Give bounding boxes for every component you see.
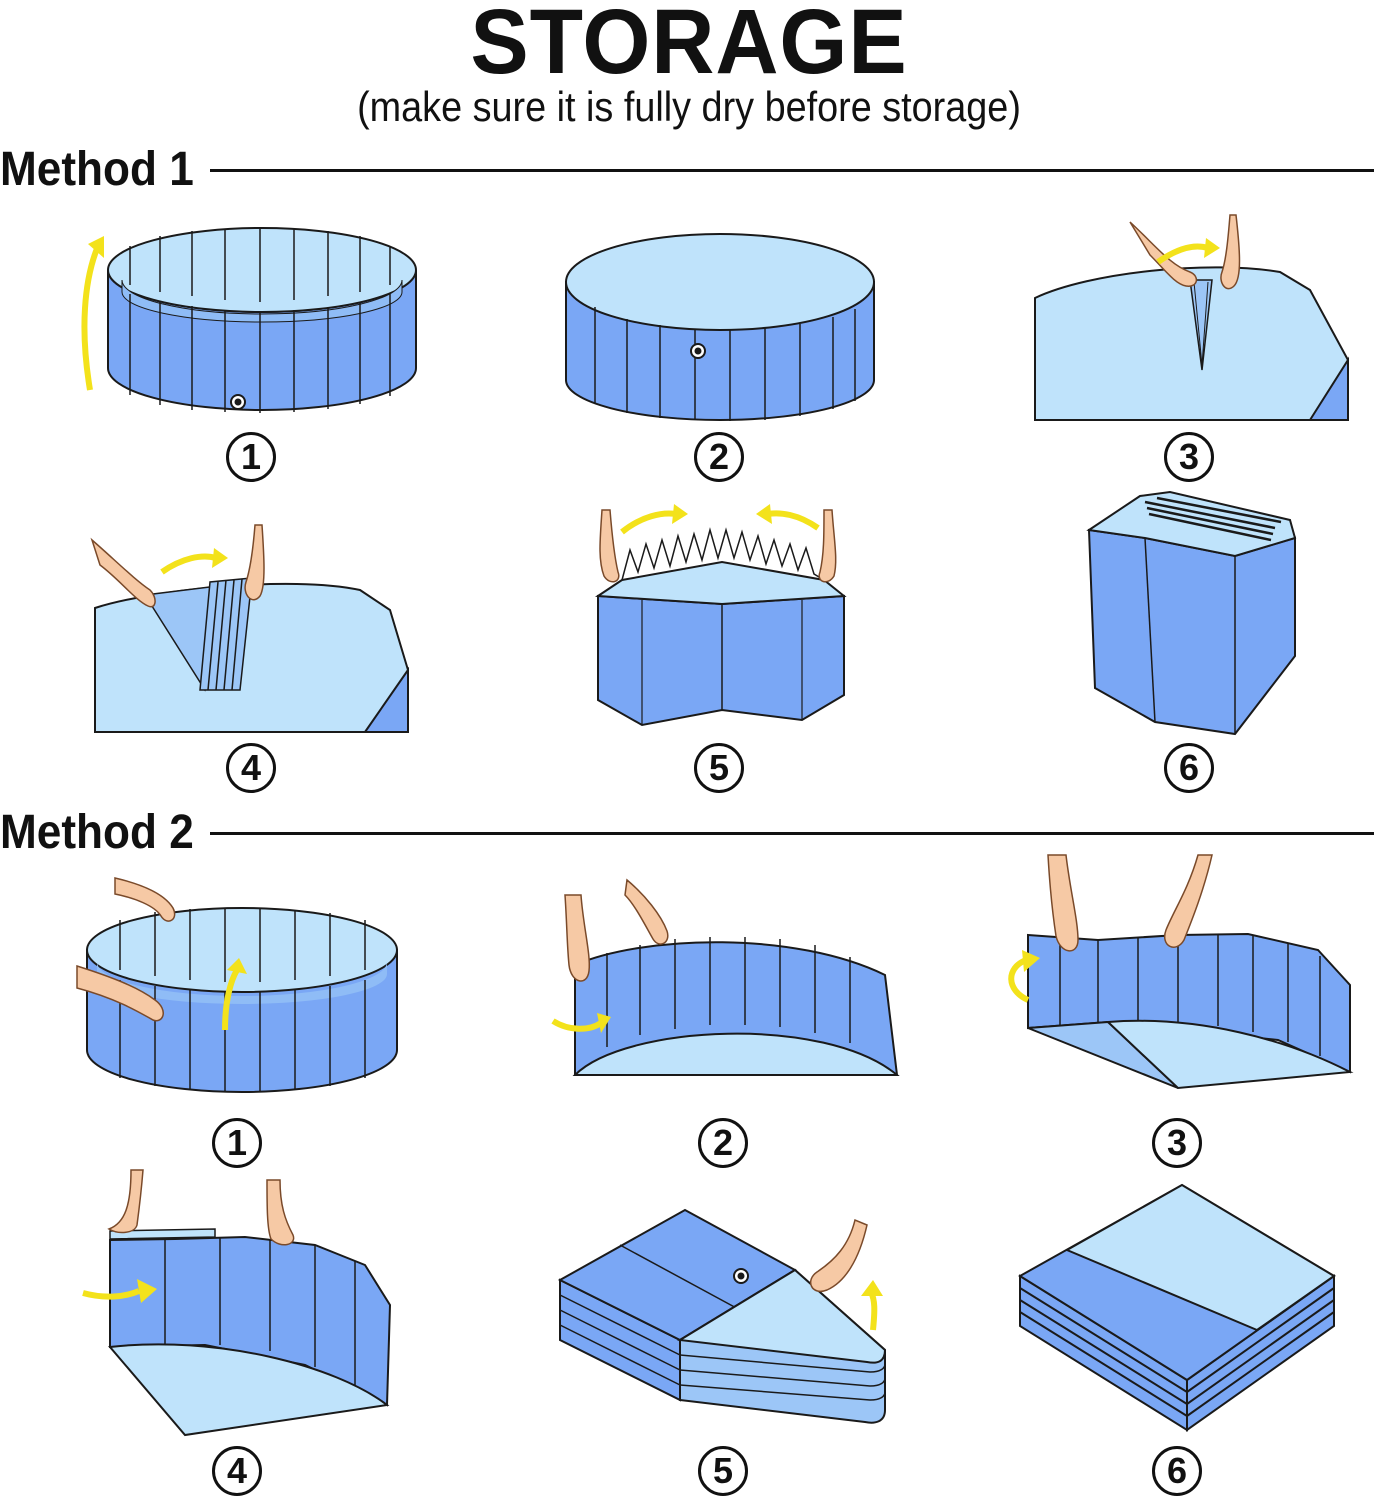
m1-step-4-number: 4: [226, 743, 276, 793]
m2-step-5-number: 5: [698, 1446, 748, 1496]
m2-step-3-number: 3: [1152, 1118, 1202, 1168]
method-1-label: Method 1: [0, 143, 194, 196]
m1-step-3-illustration: [1030, 210, 1360, 425]
m2-step-6-illustration: [1012, 1180, 1342, 1435]
m1-step-3-number: 3: [1164, 432, 1214, 482]
m1-step-4-illustration: [90, 520, 415, 735]
method-2-label: Method 2: [0, 806, 194, 859]
m1-step-2-illustration: [555, 225, 885, 430]
m1-step-1-illustration: [70, 210, 430, 430]
m2-step-3-illustration: [998, 850, 1358, 1095]
page-subtitle: (make sure it is fully dry before storag…: [357, 83, 1021, 130]
m1-step-6-illustration: [1085, 488, 1300, 738]
m1-step-5-illustration: [592, 500, 852, 730]
m2-step-2-illustration: [545, 875, 905, 1085]
m1-step-2-number: 2: [694, 432, 744, 482]
m2-step-4-number: 4: [212, 1446, 262, 1496]
method-1-header: Method 1: [0, 140, 1378, 200]
m1-step-6-number: 6: [1164, 743, 1214, 793]
m2-step-1-number: 1: [212, 1118, 262, 1168]
m2-step-1-illustration: [75, 870, 405, 1105]
method-1-divider: [210, 169, 1374, 172]
m1-step-1-number: 1: [226, 432, 276, 482]
m2-step-5-illustration: [555, 1200, 895, 1430]
method-2-header: Method 2: [0, 803, 1378, 863]
m2-step-4-illustration: [75, 1165, 400, 1440]
m2-step-2-number: 2: [698, 1118, 748, 1168]
page-title: STORAGE: [470, 0, 908, 93]
m2-step-6-number: 6: [1152, 1446, 1202, 1496]
m1-step-5-number: 5: [694, 743, 744, 793]
method-2-divider: [210, 832, 1374, 835]
